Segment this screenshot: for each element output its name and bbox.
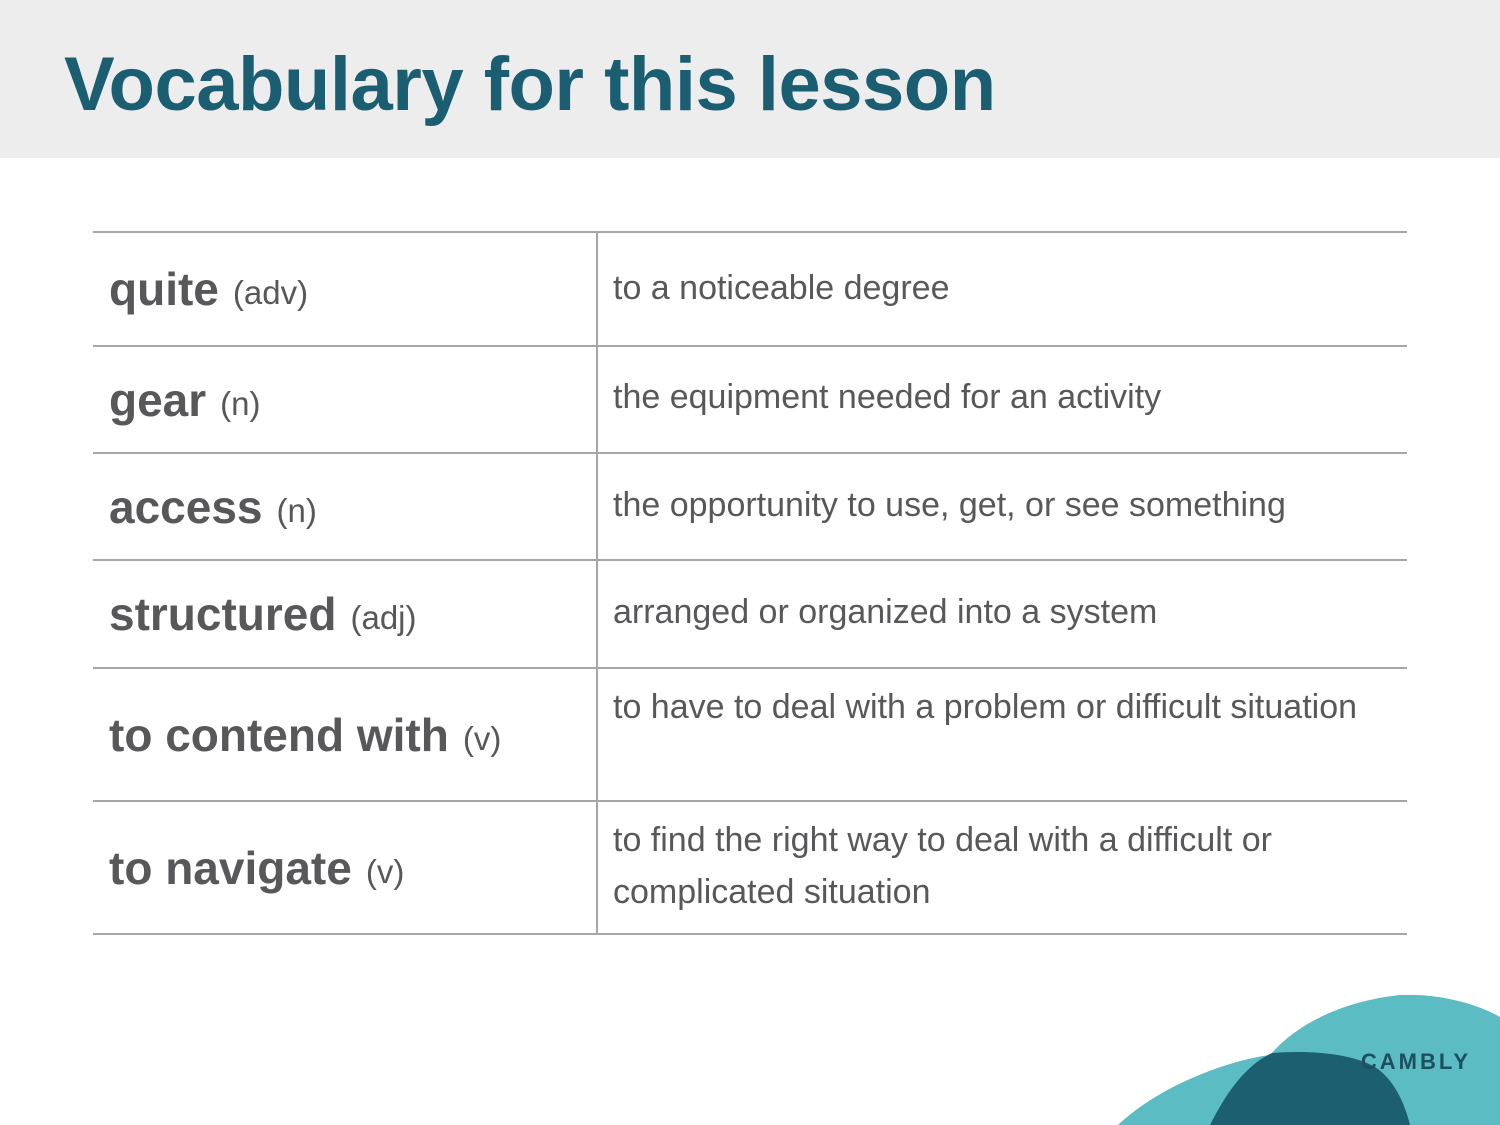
part-of-speech: (n) <box>276 491 317 529</box>
dark-wave-shape <box>1210 1051 1410 1125</box>
vocabulary-table: quite (adv) to a noticeable degree gear … <box>93 231 1407 935</box>
slide-title: Vocabulary for this lesson <box>64 42 996 127</box>
term-cell: to navigate (v) <box>93 802 598 933</box>
vocab-definition: the opportunity to use, get, or see some… <box>613 486 1286 524</box>
part-of-speech: (adj) <box>350 599 417 636</box>
vocab-term: gear <box>109 373 207 426</box>
vocab-definition: the equipment needed for an activity <box>613 378 1162 416</box>
vocab-term: structured <box>109 588 337 640</box>
vocab-definition: to a noticeable degree <box>613 269 950 307</box>
vocab-row: access (n) the opportunity to use, get, … <box>93 454 1407 561</box>
part-of-speech: (v) <box>365 852 405 890</box>
vocab-row: structured (adj) arranged or organized i… <box>93 561 1407 669</box>
vocab-definition: to find the right way to deal with a dif… <box>613 821 1272 911</box>
vocab-term: access <box>109 480 263 533</box>
part-of-speech: (adv) <box>232 274 309 311</box>
vocab-row: quite (adv) to a noticeable degree <box>93 233 1407 347</box>
part-of-speech: (n) <box>220 384 261 422</box>
vocab-row: gear (n) the equipment needed for an act… <box>93 347 1407 454</box>
vocab-term: quite <box>109 263 219 315</box>
vocab-row: to contend with (v) to have to deal with… <box>93 669 1407 802</box>
term-cell: quite (adv) <box>93 233 598 345</box>
vocab-term: to navigate <box>109 841 352 894</box>
term-cell: structured (adj) <box>93 561 598 667</box>
term-cell: access (n) <box>93 454 598 559</box>
cambly-logo-text: CAMBLY <box>1360 1049 1471 1074</box>
title-banner: Vocabulary for this lesson <box>0 0 1500 158</box>
brand-wave-graphic <box>1118 995 1500 1125</box>
term-cell: to contend with (v) <box>93 669 598 800</box>
part-of-speech: (v) <box>462 719 502 757</box>
vocab-definition: arranged or organized into a system <box>613 593 1158 631</box>
vocab-term: to contend with <box>109 708 449 761</box>
term-cell: gear (n) <box>93 347 598 452</box>
vocab-definition: to have to deal with a problem or diffic… <box>613 688 1358 726</box>
vocab-row: to navigate (v) to find the right way to… <box>93 802 1407 935</box>
